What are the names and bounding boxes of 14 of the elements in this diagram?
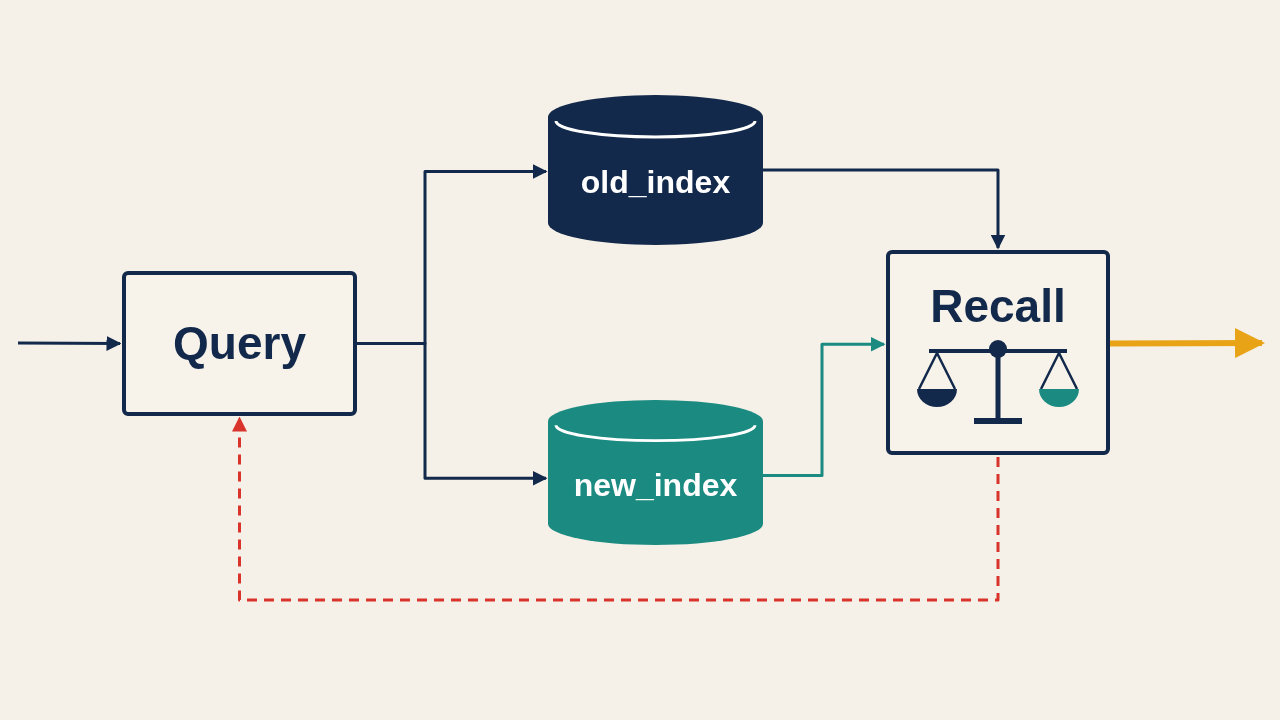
node-label: Query bbox=[173, 315, 306, 371]
arrow bbox=[357, 342, 548, 486]
arrow bbox=[763, 168, 1006, 250]
node-label: Recall bbox=[930, 278, 1066, 334]
database-cylinder bbox=[548, 400, 763, 545]
arrow bbox=[763, 336, 886, 477]
node-label: old_index bbox=[580, 163, 731, 202]
process-box bbox=[886, 250, 1110, 455]
process-box bbox=[122, 271, 357, 416]
database-cylinder bbox=[548, 95, 763, 245]
arrow bbox=[18, 335, 122, 351]
arrow bbox=[232, 416, 1000, 602]
arrow bbox=[1110, 328, 1265, 359]
node-label: new_index bbox=[573, 465, 738, 505]
